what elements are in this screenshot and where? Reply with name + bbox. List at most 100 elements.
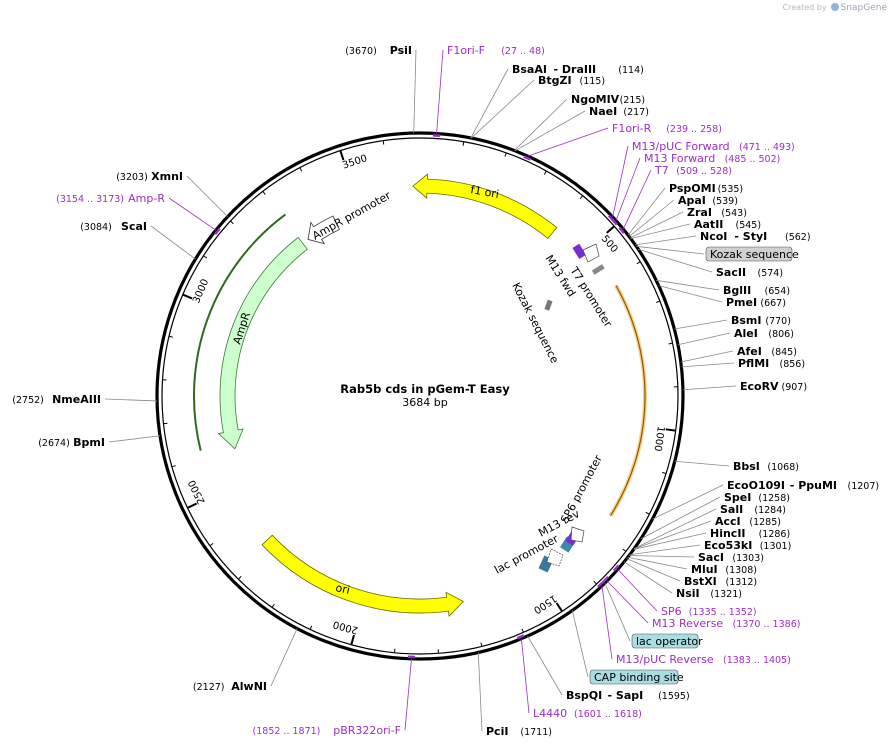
enzyme-site-pspomi[interactable]: PspOMI(535) (669, 182, 743, 195)
leader-line (677, 332, 731, 346)
leader-line (477, 652, 483, 732)
enzyme-site-nmeaiii[interactable]: NmeAIII(2752) (12, 393, 101, 406)
minor-tick (462, 141, 465, 146)
enzyme-site-apai[interactable]: ApaI(539) (678, 194, 738, 207)
primer-mark (516, 634, 525, 640)
primer-marks (214, 134, 625, 659)
leader-line (674, 460, 730, 467)
enzyme-site-hincii[interactable]: HincII(1286) (710, 527, 790, 540)
leader-line (604, 582, 631, 642)
enzyme-site-ncoi[interactable]: NcoI- StyI(562) (700, 230, 811, 243)
enzyme-site-mlui[interactable]: MluI(1308) (691, 563, 757, 576)
primer-leader (622, 169, 652, 230)
enzyme-site-bglii[interactable]: BglII(654) (723, 284, 790, 297)
leader-line (658, 285, 723, 303)
feature-box-cap-binding-site[interactable]: CAP binding site (589, 669, 684, 685)
plasmid-length: 3684 bp (402, 396, 447, 409)
enzyme-site-acci[interactable]: AccI(1285) (715, 515, 781, 528)
enzyme-position: (114) (618, 65, 644, 76)
primer-m13-reverse[interactable]: M13 Reverse(1370 .. 1386) (652, 617, 800, 630)
enzyme-site-bbsi[interactable]: BbsI(1068) (733, 460, 799, 473)
tick-label: 2500 (187, 478, 208, 506)
enzyme-site-alei[interactable]: AleI(806) (734, 327, 794, 340)
enzyme-site-pmei[interactable]: PmeI(667) (726, 296, 786, 309)
feature-box-kozak-sequence[interactable]: Kozak sequence (705, 246, 799, 262)
minor-tick (593, 580, 597, 585)
enzyme-name: NaeI (589, 105, 617, 118)
enzyme-site-spei[interactable]: SpeI(1258) (724, 491, 790, 504)
primer-m13-forward[interactable]: M13 Forward(485 .. 502) (644, 152, 780, 165)
enzyme-name: ApaI (678, 194, 706, 207)
minor-tick (262, 191, 266, 195)
primer-range: (1370 .. 1386) (733, 619, 801, 630)
primer-m13-puc-forward[interactable]: M13/pUC Forward(471 .. 493) (632, 140, 795, 153)
enzyme-site-psii[interactable]: PsiI(3670) (345, 44, 412, 57)
enzyme-site-bpmi[interactable]: BpmI(2674) (38, 436, 105, 449)
primer-leader (527, 127, 609, 157)
kozak-box (544, 299, 553, 311)
minor-tick (636, 261, 641, 265)
enzyme-site-bsaai[interactable]: BsaAI- DraIII(114) (512, 63, 644, 76)
enzyme-site-bsmi[interactable]: BsmI(770) (731, 314, 791, 327)
enzyme-position: (1312) (726, 577, 758, 588)
leader-line (656, 279, 720, 291)
enzyme-site-nsii[interactable]: NsiI(1321) (676, 587, 742, 600)
enzyme-name: Eco53kI (704, 539, 752, 552)
enzyme-site-aatii[interactable]: AatII(545) (694, 218, 761, 231)
primer-sp6[interactable]: SP6(1335 .. 1352) (661, 605, 757, 618)
enzyme-site-saci[interactable]: SacI(1303) (698, 551, 764, 564)
enzyme-site-ngomiv[interactable]: NgoMIV(215) (571, 93, 645, 106)
enzyme-name: PmeI (726, 296, 757, 309)
enzyme-site-pflmi[interactable]: PflMI(856) (738, 357, 805, 370)
primer-leader (612, 145, 629, 218)
enzyme-site-bspqi[interactable]: BspQI- SapI(1595) (566, 689, 690, 702)
enzyme-site-xmni[interactable]: XmnI(3203) (116, 170, 183, 183)
primer-f1ori-f[interactable]: F1ori-F(27 .. 48) (447, 44, 545, 57)
enzyme-site-naei[interactable]: NaeI(217) (589, 105, 649, 118)
enzyme-site-alwni[interactable]: AlwNI(2127) (193, 680, 267, 693)
backbone-inner (161, 137, 679, 655)
ampr-arrow[interactable] (217, 236, 308, 450)
enzyme-site-zrai[interactable]: ZraI(543) (687, 206, 747, 219)
enzyme-site-btgzi[interactable]: BtgZI(115) (538, 74, 605, 87)
primer-name: T7 (654, 164, 669, 177)
enzyme-site-ecoo109i[interactable]: EcoO109I- PpuMI(1207) (727, 479, 879, 492)
feature-box-lac-operator[interactable]: lac operator (631, 633, 703, 649)
enzyme-name: NsiI (676, 587, 700, 600)
leader-line (636, 245, 705, 255)
enzyme-site-afei[interactable]: AfeI(845) (737, 345, 797, 358)
enzyme-site-ecorv[interactable]: EcoRV(907) (740, 380, 807, 393)
enzyme-site-pcii[interactable]: PciI(1711) (486, 725, 552, 738)
ori-arrow[interactable] (261, 534, 465, 617)
leader-line (681, 362, 735, 368)
tick-mark (606, 225, 615, 234)
sp6-promoter-arrow (570, 526, 585, 543)
enzyme-name: AlwNI (231, 680, 267, 693)
enzyme-site-sali[interactable]: SalI(1284) (720, 503, 786, 516)
primer-f1ori-r[interactable]: F1ori-R(239 .. 258) (612, 122, 722, 135)
enzyme-site-bstxi[interactable]: BstXI(1312) (684, 575, 757, 588)
ampr-promoter-arrow[interactable] (307, 215, 341, 245)
tick-mark (665, 428, 676, 432)
enzyme-name: AleI (734, 327, 758, 340)
tick-label: 500 (599, 233, 620, 255)
primer-l4440[interactable]: L4440(1601 .. 1618) (533, 707, 642, 720)
primer-leader (606, 580, 649, 624)
minor-tick (309, 625, 313, 630)
enzyme-position: (1595) (658, 691, 690, 702)
leader-line (633, 532, 707, 550)
primer-m13-puc-reverse[interactable]: M13/pUC Reverse(1383 .. 1405) (616, 653, 791, 666)
primer-amp-r[interactable]: Amp-R(3154 .. 3173) (56, 192, 165, 205)
primer-pbr322ori-f[interactable]: pBR322ori-F(1852 .. 1871) (253, 724, 401, 737)
minor-tick (480, 642, 483, 647)
primer-t7[interactable]: T7(509 .. 528) (654, 164, 732, 177)
created-by-text: Created by (782, 3, 827, 12)
enzyme-site-scai[interactable]: ScaI(3084) (80, 220, 147, 233)
t7-promoter-box[interactable] (572, 243, 587, 260)
enzyme-name: SalI (720, 503, 743, 516)
primer-range: (3154 .. 3173) (56, 194, 124, 205)
enzyme-site-sacii[interactable]: SacII(574) (716, 266, 783, 279)
f1-ori-arrow[interactable] (412, 173, 558, 239)
enzyme-site-eco53ki[interactable]: Eco53kI(1301) (704, 539, 791, 552)
